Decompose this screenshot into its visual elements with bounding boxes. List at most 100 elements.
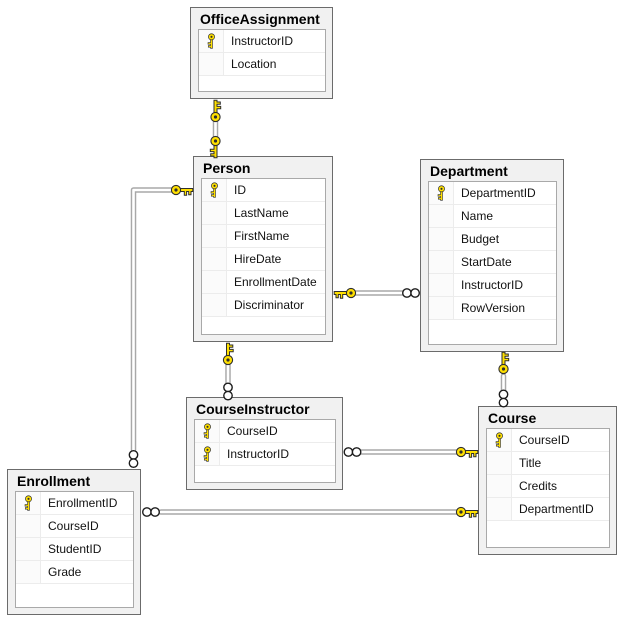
primary-key-cell — [199, 30, 224, 52]
table-office-assignment[interactable]: OfficeAssignment InstructorID Location — [190, 7, 333, 99]
primary-key-cell — [16, 492, 41, 514]
key-cell-empty — [199, 53, 224, 75]
table-title[interactable]: Department — [430, 163, 508, 179]
table-title[interactable]: CourseInstructor — [196, 401, 310, 417]
relation-department-course[interactable] — [498, 351, 510, 408]
table-title[interactable]: Enrollment — [17, 473, 91, 489]
infinity-many-icon — [343, 447, 362, 457]
column-row[interactable]: CourseID — [195, 420, 335, 443]
relation-person-department[interactable] — [333, 287, 420, 299]
column-name: Credits — [519, 479, 558, 493]
column-name: CourseID — [519, 433, 570, 447]
key-cell-empty — [202, 202, 227, 224]
primary-key-cell — [429, 182, 454, 204]
key-one-icon — [333, 287, 357, 299]
column-name: DepartmentID — [461, 186, 536, 200]
key-one-icon — [222, 342, 234, 366]
key-one-icon — [210, 99, 222, 123]
key-cell-empty — [16, 538, 41, 560]
key-cell-empty — [429, 251, 454, 273]
primary-key-icon — [203, 446, 211, 462]
column-row[interactable]: InstructorID — [199, 30, 325, 53]
column-name: CourseID — [227, 424, 278, 438]
column-row[interactable]: CourseID — [16, 515, 133, 538]
primary-key-icon — [210, 182, 218, 198]
infinity-many-icon — [128, 450, 139, 468]
column-name: InstructorID — [461, 278, 524, 292]
column-row[interactable]: Discriminator — [202, 294, 325, 317]
table-title[interactable]: OfficeAssignment — [200, 11, 320, 27]
table-enrollment[interactable]: Enrollment EnrollmentID CourseID StudentID… — [7, 469, 141, 615]
key-cell-empty — [487, 498, 512, 520]
column-row[interactable]: Budget — [429, 228, 556, 251]
key-cell-empty — [429, 274, 454, 296]
column-name: ID — [234, 183, 246, 197]
column-row[interactable]: DepartmentID — [487, 498, 609, 521]
column-row[interactable]: CourseID — [487, 429, 609, 452]
column-name: Grade — [48, 565, 82, 579]
primary-key-cell — [202, 179, 227, 201]
column-row[interactable]: ID — [202, 179, 325, 202]
table-title[interactable]: Person — [203, 160, 251, 176]
relation-enrollment-course[interactable] — [141, 506, 479, 518]
column-grid: CourseID InstructorID — [194, 419, 336, 483]
column-name: FirstName — [234, 229, 290, 243]
column-name: CourseID — [48, 519, 99, 533]
primary-key-icon — [203, 423, 211, 439]
primary-key-icon — [24, 495, 32, 511]
column-name: DepartmentID — [519, 502, 594, 516]
column-row[interactable]: StartDate — [429, 251, 556, 274]
column-row[interactable]: InstructorID — [195, 443, 335, 466]
key-cell-empty — [202, 294, 227, 316]
column-row[interactable]: Grade — [16, 561, 133, 584]
key-cell-empty — [429, 228, 454, 250]
table-title[interactable]: Course — [488, 410, 537, 426]
column-name: RowVersion — [461, 301, 526, 315]
column-row[interactable]: Name — [429, 205, 556, 228]
column-row[interactable]: HireDate — [202, 248, 325, 271]
column-row[interactable]: EnrollmentID — [16, 492, 133, 515]
key-cell-empty — [16, 515, 41, 537]
relation-courseinstructor-course[interactable] — [343, 446, 479, 458]
primary-key-icon — [495, 432, 503, 448]
key-one-icon — [455, 506, 479, 518]
relation-person-enrollment[interactable] — [128, 184, 194, 468]
infinity-many-icon — [402, 288, 420, 298]
key-one-icon — [170, 184, 194, 196]
key-cell-empty — [16, 561, 41, 583]
relation-officeassignment-person[interactable] — [209, 99, 222, 159]
column-row[interactable]: FirstName — [202, 225, 325, 248]
column-row[interactable]: Location — [199, 53, 325, 76]
primary-key-cell — [195, 420, 220, 442]
column-name: EnrollmentID — [48, 496, 118, 510]
table-course-instructor[interactable]: CourseInstructor CourseID InstructorID — [186, 397, 343, 490]
column-name: InstructorID — [231, 34, 294, 48]
key-cell-empty — [487, 452, 512, 474]
column-name: Location — [231, 57, 277, 71]
column-row[interactable]: Title — [487, 452, 609, 475]
column-row[interactable]: RowVersion — [429, 297, 556, 320]
key-cell-empty — [429, 205, 454, 227]
column-row[interactable]: StudentID — [16, 538, 133, 561]
relation-person-courseinstructor[interactable] — [222, 342, 234, 401]
column-grid: InstructorID Location — [198, 29, 326, 92]
column-name: HireDate — [234, 252, 282, 266]
primary-key-cell — [195, 443, 220, 465]
column-name: LastName — [234, 206, 289, 220]
key-cell-empty — [202, 248, 227, 270]
column-name: StartDate — [461, 255, 512, 269]
column-row[interactable]: DepartmentID — [429, 182, 556, 205]
key-cell-empty — [202, 271, 227, 293]
column-row[interactable]: InstructorID — [429, 274, 556, 297]
key-one-icon — [455, 446, 479, 458]
key-cell-empty — [487, 475, 512, 497]
infinity-many-icon — [141, 507, 161, 517]
column-grid: EnrollmentID CourseID StudentID Grade — [15, 491, 134, 608]
key-one-icon — [498, 351, 510, 375]
column-row[interactable]: Credits — [487, 475, 609, 498]
column-row[interactable]: LastName — [202, 202, 325, 225]
column-row[interactable]: EnrollmentDate — [202, 271, 325, 294]
